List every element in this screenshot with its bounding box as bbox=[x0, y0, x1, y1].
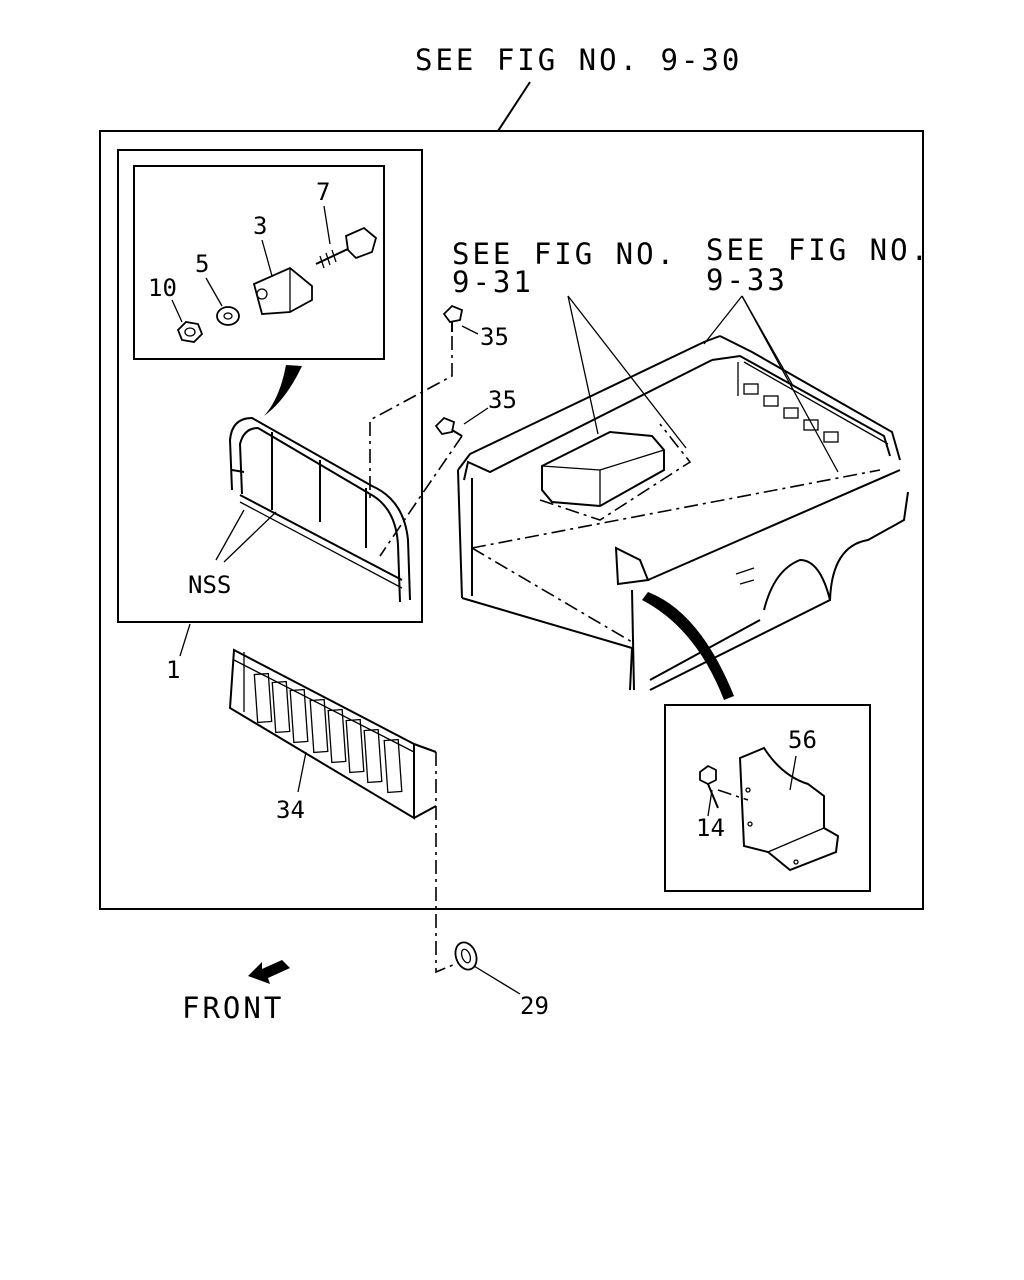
callout-34: 34 bbox=[276, 796, 305, 824]
main-frame bbox=[99, 130, 924, 910]
ref-fig-9-31-line1: SEE FIG NO. bbox=[452, 237, 677, 271]
callout-14: 14 bbox=[696, 814, 725, 842]
bolt-35-upper-guide bbox=[369, 336, 453, 500]
assembly-box bbox=[117, 149, 423, 623]
callout-5: 5 bbox=[195, 250, 209, 278]
bolt-part bbox=[315, 226, 378, 269]
hardware-detail-box bbox=[133, 165, 385, 360]
bolt-35-upper bbox=[442, 304, 464, 332]
callout-35-upper: 35 bbox=[480, 323, 509, 351]
callout-10: 10 bbox=[148, 274, 177, 302]
ref-fig-9-30: SEE FIG NO. 9-30 bbox=[415, 43, 742, 77]
grommet-guide bbox=[435, 752, 461, 974]
front-label: FRONT bbox=[182, 991, 284, 1025]
ref-fig-9-33-line2: 9-33 bbox=[706, 263, 788, 297]
grommet-part bbox=[454, 941, 478, 971]
washer-part bbox=[216, 306, 240, 326]
callout-29: 29 bbox=[520, 992, 549, 1020]
bracket-detail-box bbox=[664, 704, 871, 892]
nut-part bbox=[176, 321, 204, 343]
ref-fig-9-33-line1: SEE FIG NO. bbox=[706, 233, 931, 267]
tailgate-panel bbox=[228, 648, 437, 820]
tank-box bbox=[539, 423, 692, 521]
bolt-35-lower bbox=[434, 416, 463, 437]
bracket-part bbox=[252, 266, 313, 315]
nss-label: NSS bbox=[188, 571, 231, 599]
bracket-detail-pointer bbox=[642, 592, 734, 700]
ref-fig-9-31-line2: 9-31 bbox=[452, 265, 534, 299]
ref-fig-9-30-leader bbox=[497, 81, 531, 132]
callout-56: 56 bbox=[788, 726, 817, 754]
truck-bed bbox=[457, 335, 909, 691]
callout-35-lower: 35 bbox=[488, 386, 517, 414]
wheelhouse-bracket bbox=[738, 746, 840, 872]
callout-7: 7 bbox=[316, 178, 330, 206]
headboard-guard bbox=[228, 416, 411, 603]
callout-1: 1 bbox=[166, 656, 180, 684]
detail-pointer bbox=[264, 365, 302, 416]
callout-3: 3 bbox=[253, 212, 267, 240]
screw-14 bbox=[699, 764, 719, 809]
front-arrow-icon bbox=[248, 960, 290, 984]
